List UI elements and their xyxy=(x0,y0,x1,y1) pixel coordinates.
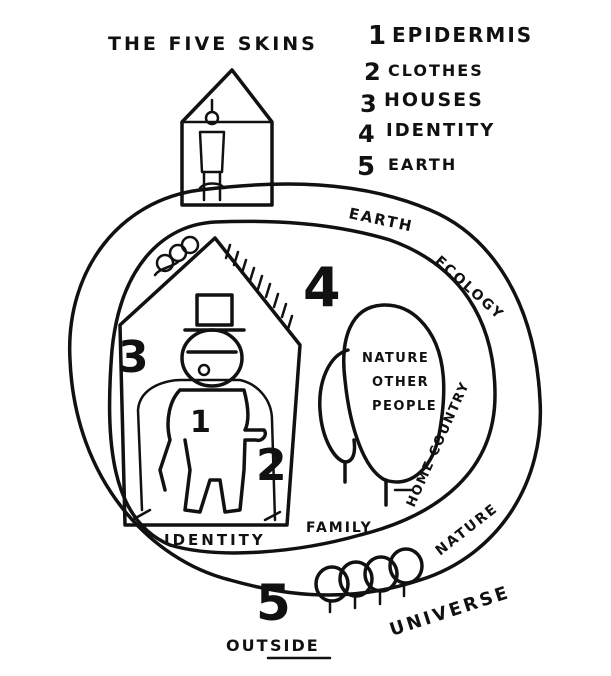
svg-text:5: 5 xyxy=(357,152,375,182)
legend-item-1: 1 EPIDERMIS xyxy=(368,21,533,51)
svg-text:1: 1 xyxy=(368,21,386,51)
number-2: 2 xyxy=(256,440,287,491)
number-3: 3 xyxy=(118,332,149,383)
person-figure-icon xyxy=(158,293,268,514)
earth-outer-loop xyxy=(67,182,543,597)
legend-item-5: 5 EARTH xyxy=(357,152,457,182)
svg-text:3: 3 xyxy=(360,90,377,118)
number-4: 4 xyxy=(303,256,341,319)
svg-text:OTHER: OTHER xyxy=(372,375,429,390)
svg-text:EPIDERMIS: EPIDERMIS xyxy=(392,23,533,47)
svg-text:CLOTHES: CLOTHES xyxy=(388,61,484,80)
svg-text:IDENTITY: IDENTITY xyxy=(386,120,495,141)
label-outside: OUT SIDE xyxy=(226,636,332,660)
svg-text:NATURE: NATURE xyxy=(362,351,429,366)
legend-item-4: 4 IDENTITY xyxy=(358,120,495,148)
diagram-title: THE FIVE SKINS xyxy=(108,33,318,55)
label-family: FAMILY xyxy=(306,520,373,536)
legend-item-3: 3 HOUSES xyxy=(360,89,484,118)
svg-text:OUT: OUT xyxy=(226,636,270,655)
label-nature-other-people: NATURE OTHER PEOPLE xyxy=(362,351,437,414)
number-1: 1 xyxy=(190,405,211,440)
legend-item-2: 2 CLOTHES xyxy=(364,58,484,86)
svg-text:HOUSES: HOUSES xyxy=(384,89,484,111)
number-5: 5 xyxy=(256,574,291,632)
small-house-icon xyxy=(180,68,274,207)
trees-icon xyxy=(318,303,446,507)
label-nature: NATURE xyxy=(433,501,502,560)
svg-text:2: 2 xyxy=(364,58,381,86)
earth-inner-loop xyxy=(107,219,497,555)
svg-text:SIDE: SIDE xyxy=(270,636,320,655)
label-universe: UNIVERSE xyxy=(387,582,513,641)
legend: 1 EPIDERMIS 2 CLOTHES 3 HOUSES 4 IDENTIT… xyxy=(357,21,533,182)
label-identity: IDENTITY xyxy=(164,531,266,549)
svg-text:EARTH: EARTH xyxy=(388,155,457,174)
svg-text:4: 4 xyxy=(358,120,375,148)
large-house-icon xyxy=(118,235,302,527)
bushes-icon xyxy=(314,547,424,614)
svg-text:PEOPLE: PEOPLE xyxy=(372,399,437,414)
